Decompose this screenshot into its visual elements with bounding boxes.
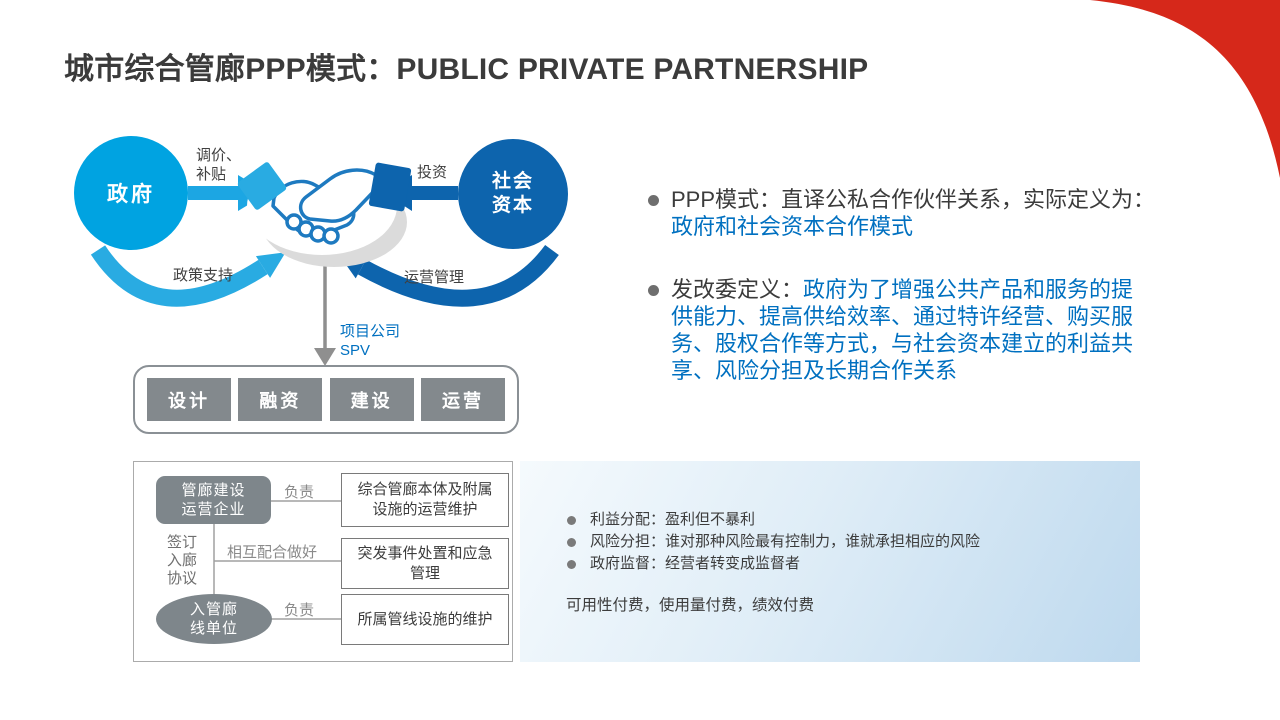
bullet-dot-icon bbox=[567, 516, 576, 525]
responsibility-diagram: 管廊建设 运营企业 签订 入廊 协议 入管廊 线单位 负责 相互配合做好 负责 … bbox=[133, 461, 513, 662]
price-subsidy-label: 调价、 补贴 bbox=[196, 147, 242, 183]
duty-emergency-management: 突发事件处置和应急 管理 bbox=[341, 538, 509, 589]
ppp-partnership-diagram bbox=[90, 157, 559, 366]
social-capital-label-line1: 社会 bbox=[491, 171, 534, 192]
red-corner-ribbon-icon bbox=[1090, 0, 1280, 178]
spv-label: 项目公司 SPV bbox=[340, 323, 401, 359]
ppp-definition-item: PPP模式：直译公私合作伙伴关系，实际定义为： 政府和社会资本合作模式 bbox=[648, 186, 1163, 240]
spv-down-arrowhead-icon bbox=[314, 348, 336, 366]
policy-support-label: 政策支持 bbox=[173, 267, 234, 284]
pipeline-unit-entity: 入管廊 线单位 bbox=[156, 594, 272, 644]
handshake-icon bbox=[237, 157, 412, 267]
bullet-dot-icon bbox=[567, 538, 576, 547]
responsible-label-2: 负责 bbox=[284, 602, 315, 619]
red-corner-shape bbox=[1090, 0, 1280, 178]
phase-financing: 融资 bbox=[238, 378, 323, 421]
ppp-definition-prefix: PPP模式：直译公私合作伙伴关系，实际定义为： bbox=[671, 187, 1156, 212]
bullet-dot-icon bbox=[567, 560, 576, 569]
phase-design: 设计 bbox=[147, 378, 231, 421]
spv-phases-container: 设计 融资 建设 运营 bbox=[133, 365, 519, 434]
phase-construction: 建设 bbox=[329, 378, 414, 421]
duty-pipeline-maintenance: 所属管线设施的维护 bbox=[341, 594, 509, 645]
responsible-label-1: 负责 bbox=[284, 484, 315, 501]
social-capital-label-line2: 资本 bbox=[491, 195, 534, 216]
page-title: 城市综合管廊PPP模式：PUBLIC PRIVATE PARTNERSHIP bbox=[64, 53, 869, 86]
policy-support-swoosh-arrow bbox=[90, 245, 268, 307]
policy-support-arrowhead-icon bbox=[255, 252, 286, 278]
bullet-dot-icon bbox=[648, 285, 659, 296]
principle-item-risk: 风险分担：谁对那种风险最有控制力，谁就承担相应的风险 bbox=[567, 531, 980, 553]
ndrc-definition-item: 发改委定义：政府为了增强公共产品和服务的提 供能力、提高供给效率、通过特许经营、… bbox=[648, 276, 1163, 384]
social-capital-circle: 社会 资本 bbox=[458, 139, 568, 249]
principles-list: 利益分配：盈利但不暴利 风险分担：谁对那种风险最有控制力，谁就承担相应的风险 政… bbox=[567, 509, 980, 575]
principles-panel: 利益分配：盈利但不暴利 风险分担：谁对那种风险最有控制力，谁就承担相应的风险 政… bbox=[520, 461, 1140, 662]
bullet-dot-icon bbox=[648, 195, 659, 206]
definitions-block: PPP模式：直译公私合作伙伴关系，实际定义为： 政府和社会资本合作模式 发改委定… bbox=[648, 186, 1163, 384]
cooperate-label: 相互配合做好 bbox=[227, 544, 318, 561]
phase-operation: 运营 bbox=[420, 378, 505, 421]
investment-label: 投资 bbox=[417, 164, 448, 181]
tunnel-operator-entity: 管廊建设 运营企业 bbox=[156, 476, 271, 524]
principle-item-supervision: 政府监督：经营者转变成监督者 bbox=[567, 553, 980, 575]
government-label: 政府 bbox=[107, 183, 155, 206]
ppp-definition-highlight: 政府和社会资本合作模式 bbox=[671, 214, 914, 239]
payment-note: 可用性付费，使用量付费，绩效付费 bbox=[566, 597, 815, 614]
ndrc-definition-line1: 发改委定义：政府为了增强公共产品和服务的提 bbox=[671, 277, 1134, 302]
connector-lines bbox=[213, 500, 341, 620]
operations-swoosh-arrow bbox=[357, 244, 559, 307]
principle-item-benefit: 利益分配：盈利但不暴利 bbox=[567, 509, 980, 531]
operations-mgmt-label: 运营管理 bbox=[404, 269, 465, 286]
government-circle: 政府 bbox=[74, 136, 188, 250]
entry-agreement-label: 签订 入廊 协议 bbox=[166, 534, 197, 587]
duty-operation-maintenance: 综合管廊本体及附属 设施的运营维护 bbox=[341, 473, 509, 527]
